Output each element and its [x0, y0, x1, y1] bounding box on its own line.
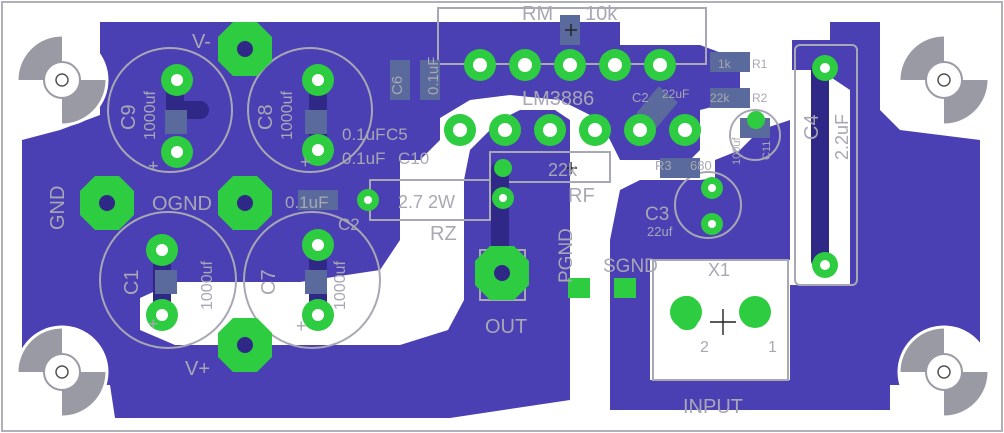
label-c5: C5 — [386, 125, 408, 144]
mount-hole-bl — [15, 325, 109, 419]
label-pin1: 1 — [768, 339, 777, 356]
label-rf-value: 22k — [548, 160, 578, 180]
copper-pour-left — [22, 22, 570, 418]
label-input: INPUT — [683, 396, 743, 418]
label-c8-value: 1000uf — [279, 91, 296, 140]
label-rz-value: 2.7 2W — [398, 192, 455, 212]
label-c2b: C2 — [632, 90, 649, 105]
silkscreen-outlines — [99, 7, 858, 381]
label-c6-value: 0.1uF — [425, 57, 442, 95]
label-c10-value: 0.1uF — [342, 149, 385, 168]
pads — [146, 49, 838, 331]
label-c5-value: 0.1uF — [342, 125, 385, 144]
label-rm-value: 10k — [585, 3, 618, 25]
mount-hole-tl — [15, 33, 109, 127]
label-pin2: 2 — [700, 339, 709, 356]
label-c1: C1 — [121, 269, 143, 295]
label-r1: R1 — [752, 57, 768, 71]
label-x1: X1 — [708, 260, 730, 280]
label-v-plus: V+ — [185, 358, 210, 380]
label-c9-plus: + — [148, 156, 159, 176]
crosshairs — [565, 24, 736, 335]
label-rf: RF — [568, 185, 595, 207]
label-c1-plus: + — [148, 314, 159, 334]
label-v-minus: V- — [192, 31, 211, 53]
label-c2: C2 — [338, 215, 360, 234]
copper-pour-right — [610, 22, 980, 410]
label-r2: R2 — [752, 91, 768, 105]
label-ognd: OGND — [152, 193, 212, 215]
label-sgnd: SGND — [603, 256, 658, 277]
power-pads — [80, 22, 698, 372]
label-rm: RM — [522, 3, 553, 25]
label-c7-value: 1000uf — [332, 261, 349, 310]
label-c11: C11 — [761, 141, 773, 160]
label-c3-value: 22uf — [647, 224, 673, 239]
label-pgnd: PGND — [556, 228, 577, 283]
label-c8: C8 — [255, 104, 277, 130]
label-c7-plus: + — [296, 316, 307, 336]
label-c10: C10 — [398, 149, 429, 168]
label-r1-value: 1k — [718, 57, 732, 71]
mount-hole-br — [897, 325, 991, 419]
label-r2-value: 22k — [710, 91, 730, 105]
label-c4-value: 2.2uF — [832, 114, 852, 160]
label-out: OUT — [485, 316, 527, 338]
label-r3-value: 680 — [690, 158, 712, 173]
label-c8-plus: + — [300, 152, 311, 172]
label-c2b-value: 22uF — [662, 87, 689, 101]
label-gnd: GND — [47, 186, 69, 230]
label-c4: C4 — [801, 114, 823, 140]
label-c1-value: 1000uf — [199, 261, 216, 310]
label-c9-value: 1000uf — [142, 91, 159, 140]
mount-hole-tr — [897, 33, 991, 127]
label-c6: C6 — [389, 76, 406, 95]
label-r3: R3 — [655, 158, 672, 173]
label-c7: C7 — [258, 269, 280, 295]
label-c9: C9 — [118, 104, 140, 130]
label-c2-value: 0.1uF — [285, 193, 328, 212]
label-c3: C3 — [645, 204, 669, 225]
label-rz: RZ — [430, 223, 457, 245]
label-lm3886: LM3886 — [522, 88, 594, 110]
label-c11-value: 100uf — [731, 137, 743, 165]
